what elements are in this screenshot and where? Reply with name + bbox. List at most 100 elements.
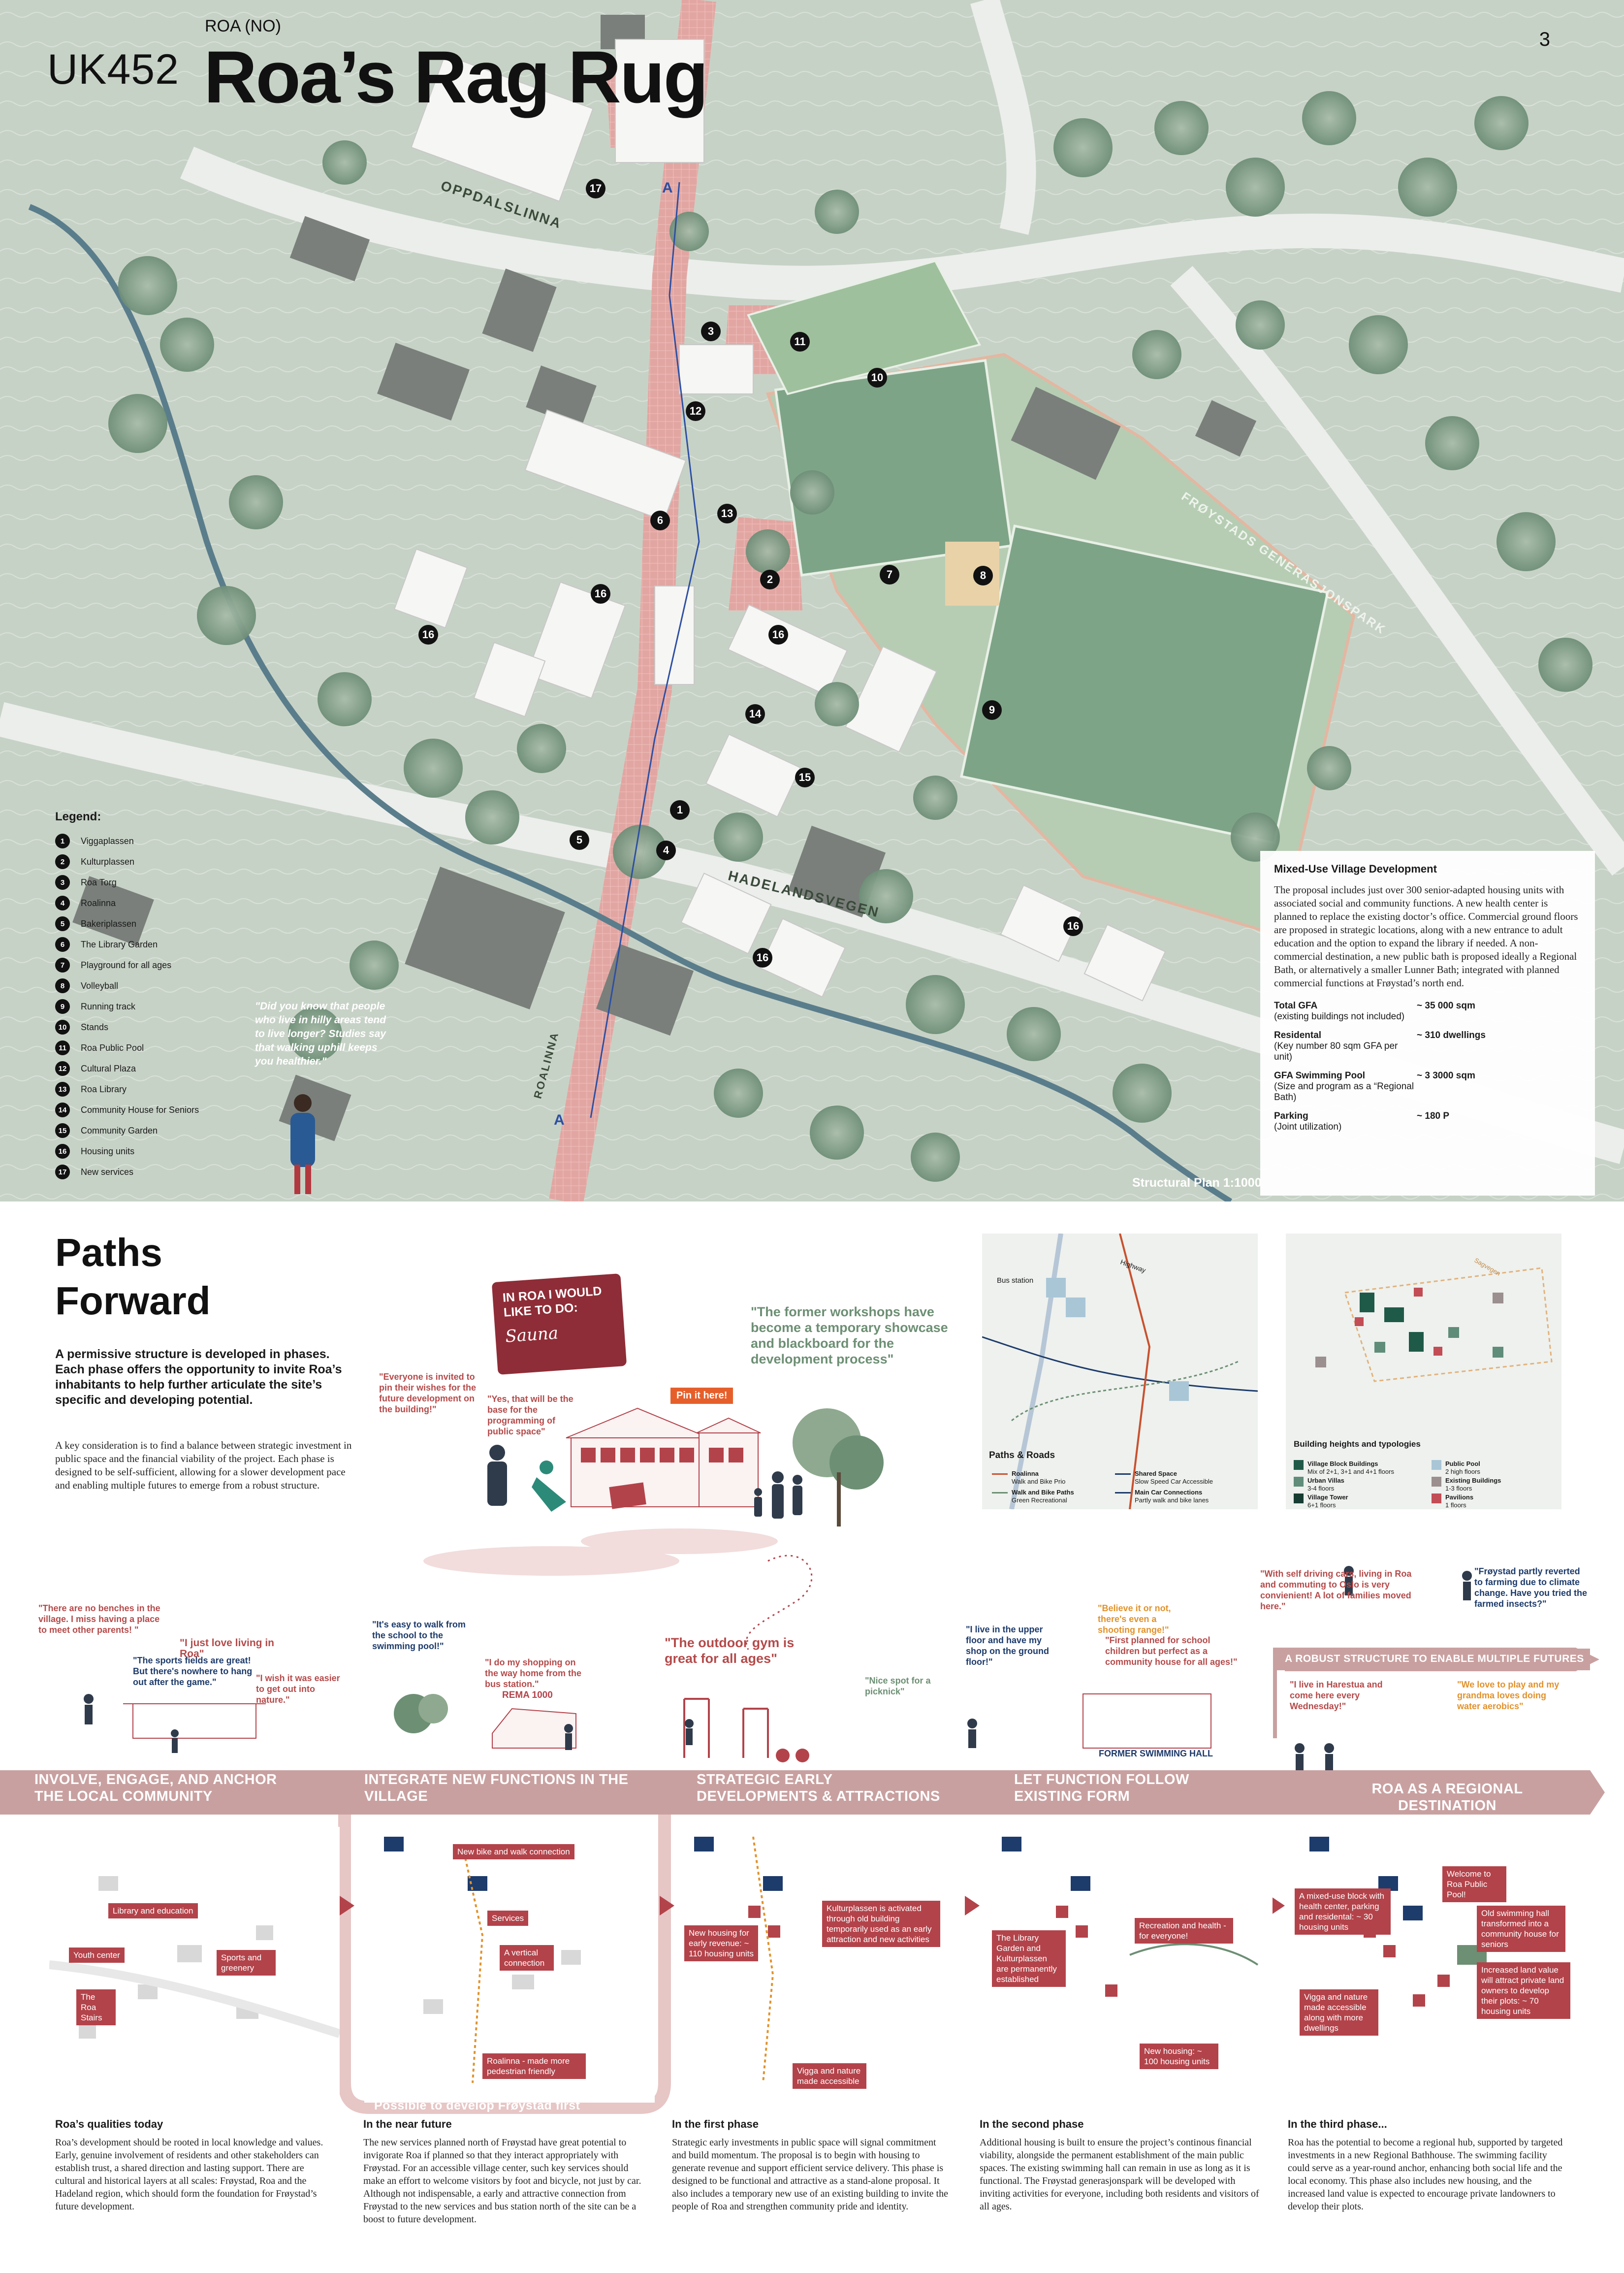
paths-key-desc: Partly walk and bike lanes bbox=[1135, 1496, 1209, 1504]
legend-label: Viggaplassen bbox=[81, 836, 134, 846]
legend-item: 1 Viggaplassen bbox=[55, 831, 282, 851]
bus-station-label: Bus station bbox=[997, 1276, 1034, 1285]
robust-structure-label: A ROBUST STRUCTURE TO ENABLE MULTIPLE FU… bbox=[1285, 1653, 1584, 1664]
stat-sub: (Key number 80 sqm GFA per unit) bbox=[1274, 1041, 1398, 1062]
legend-label: Kulturplassen bbox=[81, 856, 135, 867]
stat-sub: (Size and program as a “Regional Bath) bbox=[1274, 1081, 1414, 1103]
callout-roalinna: Roalinna - made more pedestrian friendly bbox=[482, 2053, 586, 2079]
stat-key-block: Total GFA(existing buildings not include… bbox=[1274, 1001, 1417, 1022]
stat-row: Total GFA(existing buildings not include… bbox=[1274, 1001, 1581, 1022]
height-key-desc: 1-3 floors bbox=[1445, 1485, 1472, 1492]
phase-5-map: Welcome to Roa Public Pool! A mixed-use … bbox=[1290, 1827, 1580, 2103]
phase-4-label: LET FUNCTION FOLLOW EXISTING FORM bbox=[1014, 1772, 1189, 1804]
quote-easier-nature: "I wish it was easier to get out into na… bbox=[256, 1673, 340, 1705]
phase-3-label: STRATEGIC EARLY DEVELOPMENTS & ATTRACTIO… bbox=[697, 1772, 940, 1804]
stat-row: Residental(Key number 80 sqm GFA per uni… bbox=[1274, 1030, 1581, 1063]
legend-label: Community Garden bbox=[81, 1125, 158, 1136]
wish-card-script: Sauna bbox=[505, 1323, 559, 1347]
stat-sub: (Joint utilization) bbox=[1274, 1122, 1342, 1132]
height-key-name: Urban Villas bbox=[1307, 1477, 1344, 1484]
paths-key-swatch bbox=[992, 1473, 1008, 1475]
legend-number: 9 bbox=[55, 999, 70, 1014]
project-code: UK452 bbox=[47, 46, 179, 93]
height-key-name: Existing Buildings bbox=[1445, 1477, 1501, 1484]
quote-harestua: "I live in Harestua and come here every … bbox=[1290, 1680, 1383, 1711]
phase-3-heading: In the first phase bbox=[672, 2118, 759, 2130]
marker-9: 9 bbox=[982, 700, 1002, 720]
pin-it-tag: Pin it here! bbox=[670, 1388, 733, 1404]
marker-6: 6 bbox=[650, 511, 670, 530]
rema-label: REMA 1000 bbox=[502, 1690, 553, 1700]
workshop-illustration bbox=[423, 1407, 884, 1576]
stat-key: GFA Swimming Pool bbox=[1274, 1071, 1366, 1081]
legend-label: Running track bbox=[81, 1001, 136, 1011]
phase-4-heading: In the second phase bbox=[980, 2118, 1084, 2130]
quote-love-living: "I just love living in Roa" bbox=[180, 1637, 274, 1659]
stat-value: ~ 3 3000 sqm bbox=[1417, 1071, 1475, 1081]
legend-number: 12 bbox=[55, 1061, 70, 1076]
stat-sub: (existing buildings not included) bbox=[1274, 1011, 1405, 1022]
height-key-swatch bbox=[1432, 1477, 1441, 1487]
marker-16e: 16 bbox=[753, 948, 772, 968]
marker-1: 1 bbox=[670, 800, 690, 820]
legend-label: Roa Public Pool bbox=[81, 1042, 144, 1053]
mixed-use-title: Mixed-Use Village Development bbox=[1274, 863, 1437, 875]
legend-number: 1 bbox=[55, 834, 70, 848]
height-key-swatch bbox=[1432, 1460, 1441, 1470]
quote-shooting-range: "Believe it or not, there's even a shoot… bbox=[1098, 1603, 1171, 1635]
section-marker-bottom: A bbox=[554, 1112, 566, 1128]
phase-4-text: Additional housing is built to ensure th… bbox=[980, 2137, 1259, 2212]
phase-3-map: Kulturplassen is activated through old b… bbox=[674, 1827, 965, 2103]
legend-number: 4 bbox=[55, 896, 70, 910]
marker-16b: 16 bbox=[768, 625, 788, 645]
stat-value: ~ 180 P bbox=[1417, 1111, 1450, 1121]
paths-key-desc: Green Recreational bbox=[1012, 1496, 1067, 1504]
quote-first-planned: "First planned for school children but p… bbox=[1105, 1635, 1238, 1667]
stat-row: Parking(Joint utilization)~ 180 P bbox=[1274, 1111, 1581, 1133]
callout-recreation: Recreation and health - for everyone! bbox=[1135, 1918, 1233, 1944]
stat-key: Total GFA bbox=[1274, 1001, 1318, 1011]
paths-title-line-1: Paths bbox=[55, 1231, 162, 1274]
paths-key-name: Roalinna bbox=[1012, 1470, 1039, 1477]
legend-label: New services bbox=[81, 1167, 134, 1177]
phase-2-text: The new services planned north of Frøyst… bbox=[363, 2137, 641, 2225]
phase-1-label: INVOLVE, ENGAGE, AND ANCHOR THE LOCAL CO… bbox=[34, 1772, 277, 1804]
page-number: 3 bbox=[1539, 29, 1550, 50]
phase-1-map: Library and education Youth center Sport… bbox=[49, 1827, 341, 2103]
callout-land-value: Increased land value will attract privat… bbox=[1477, 1962, 1570, 2019]
paths-title-line-2: Forward bbox=[55, 1279, 211, 1323]
marker-16d: 16 bbox=[1063, 916, 1083, 936]
legend-label: Roa Library bbox=[81, 1084, 127, 1094]
marker-8: 8 bbox=[973, 566, 993, 585]
paths-title: Paths Forward bbox=[55, 1229, 211, 1325]
legend-label: Housing units bbox=[81, 1146, 135, 1156]
timeline-ribbon bbox=[0, 1770, 1605, 2114]
inset-paths-title: Paths & Roads bbox=[989, 1450, 1055, 1461]
legend-number: 16 bbox=[55, 1144, 70, 1159]
phase-1-heading: Roa’s qualities today bbox=[55, 2118, 163, 2130]
phase-4-plan bbox=[1002, 1837, 1259, 1997]
mixed-use-stats: Total GFA(existing buildings not include… bbox=[1274, 1001, 1581, 1133]
illustrated-woman bbox=[290, 1094, 315, 1194]
stat-key-block: GFA Swimming Pool(Size and program as a … bbox=[1274, 1071, 1417, 1103]
paths-key-desc: Walk and Bike Prio bbox=[1012, 1478, 1066, 1485]
phase-3-text: Strategic early investments in public sp… bbox=[672, 2137, 948, 2212]
phase-2-map: New bike and walk connection Services A … bbox=[364, 1827, 655, 2103]
paths-key-swatch bbox=[992, 1492, 1008, 1494]
project-country: ROA (NO) bbox=[205, 17, 281, 35]
marker-17: 17 bbox=[586, 179, 605, 198]
quote-farming: "Frøystad partly reverted to farming due… bbox=[1474, 1566, 1588, 1609]
paths-lead: A permissive structure is developed in p… bbox=[55, 1347, 342, 1407]
phase-3-plan bbox=[694, 1836, 783, 2083]
paths-key-name: Shared Space bbox=[1135, 1470, 1177, 1477]
